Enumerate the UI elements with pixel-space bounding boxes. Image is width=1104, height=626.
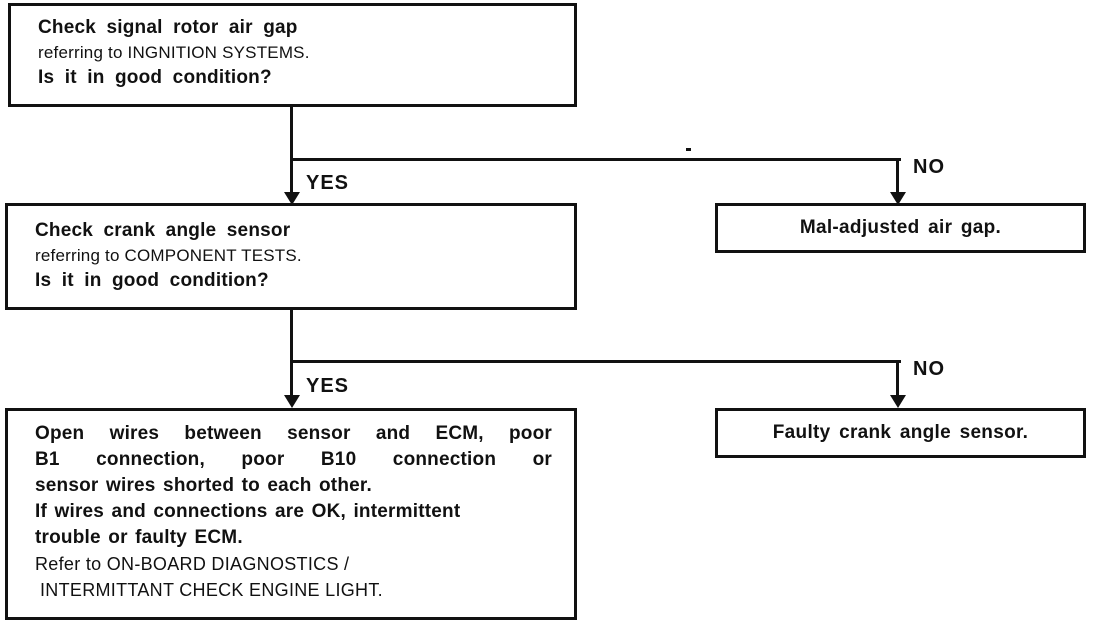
box2-line-2: referring to COMPONENT TESTS. (35, 246, 302, 265)
connector1-no-drop-line (896, 158, 899, 195)
connector2-no-label: NO (913, 358, 945, 380)
connector2-no-arrow-down-icon (890, 395, 906, 408)
step-box-check-crank-angle-sensor: Check crank angle sensor referring to CO… (5, 203, 577, 310)
connector1-yes-arrow-down-icon (284, 192, 300, 205)
box3-line-7: INTERMITTANT CHECK ENGINE LIGHT. (40, 580, 383, 600)
connector1-horizontal-line (290, 158, 901, 161)
step-box-check-signal-rotor: Check signal rotor air gap referring to … (8, 3, 577, 107)
connector2-yes-arrow-down-icon (284, 395, 300, 408)
step-box-text: Check signal rotor air gap referring to … (11, 6, 574, 91)
result-box-2-label: Faulty crank angle sensor. (772, 422, 1029, 443)
box3-line-6: Refer to ON-BOARD DIAGNOSTICS / (35, 554, 350, 574)
box1-line-2: referring to INGNITION SYSTEMS. (38, 43, 310, 62)
connector2-yes-drop-line (290, 360, 293, 397)
connector2-yes-label: YES (306, 375, 350, 397)
box3-line-2: B1 connection, poor B10 connection or (35, 449, 552, 470)
connector1-stem-line (290, 107, 293, 161)
step-box-text: Open wires between sensor and ECM, poor … (8, 411, 574, 603)
box2-line-3: Is it in good condition? (35, 270, 269, 291)
step-box-open-wires-diagnosis: Open wires between sensor and ECM, poor … (5, 408, 577, 620)
box2-line-1: Check crank angle sensor (35, 220, 291, 241)
box3-line-3: sensor wires shorted to each other. (35, 475, 372, 496)
box1-line-1: Check signal rotor air gap (38, 17, 298, 38)
scan-artifact-dot (686, 148, 691, 151)
result-box-faulty-crank-angle-sensor: Faulty crank angle sensor. (715, 408, 1086, 458)
connector1-no-label: NO (913, 156, 945, 178)
connector2-stem-line (290, 310, 293, 363)
connector2-horizontal-line (290, 360, 901, 363)
result-box-1-label: Mal-adjusted air gap. (799, 217, 1002, 238)
connector2-no-drop-line (896, 360, 899, 397)
box3-line-4: If wires and connections are OK, intermi… (35, 501, 461, 522)
box3-line-1: Open wires between sensor and ECM, poor (35, 423, 552, 444)
connector1-yes-label: YES (306, 172, 350, 194)
box1-line-3: Is it in good condition? (38, 67, 272, 88)
connector1-no-arrow-down-icon (890, 192, 906, 205)
box3-line-5: trouble or faulty ECM. (35, 527, 243, 548)
step-box-text: Check crank angle sensor referring to CO… (8, 206, 574, 294)
connector1-yes-drop-line (290, 158, 293, 195)
result-box-mal-adjusted-air-gap: Mal-adjusted air gap. (715, 203, 1086, 253)
